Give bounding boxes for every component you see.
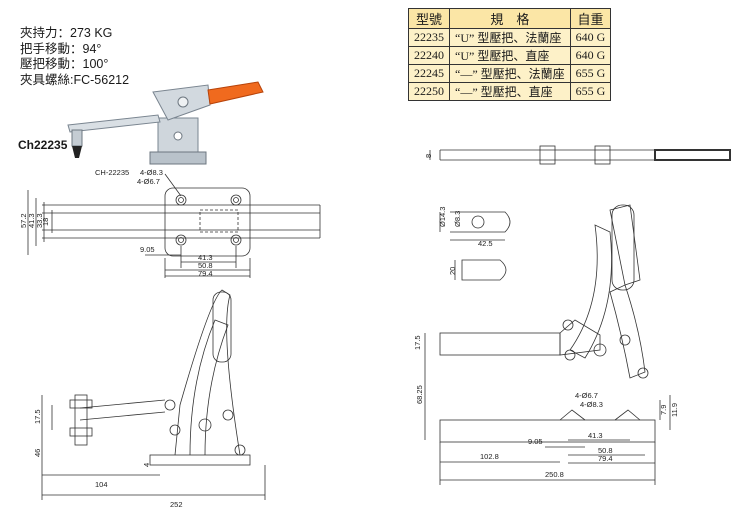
weight-cell: 655 G <box>569 82 612 101</box>
table-row: 22245 “—” 型壓把、法蘭座 655 G <box>408 64 612 83</box>
dim-lb-w1: 104 <box>95 480 108 489</box>
spec-cell: “U” 型壓把、法蘭座 <box>449 28 571 47</box>
left-plan-view <box>27 173 321 278</box>
dim-w3: 50.8 <box>198 261 213 270</box>
right-top-view <box>429 145 731 165</box>
bar-end-detail <box>439 211 511 281</box>
spec-cell: “U” 型壓把、直座 <box>449 46 571 65</box>
dim-rt-tip: 20 <box>448 267 457 275</box>
dim-rm-h2: 68.25 <box>415 385 424 404</box>
hole-a-label: 4-Ø8.3 <box>140 168 163 177</box>
dim-rm-w6: 250.8 <box>545 470 564 479</box>
dim-h2: 41.3 <box>27 213 36 228</box>
spec-cell: “—” 型壓把、直座 <box>449 82 571 101</box>
dim-rm-hole-a: 4-Ø6.7 <box>575 391 598 400</box>
dim-lb-thk: 4 <box>142 463 151 467</box>
dim-rm-w3: 50.8 <box>598 446 613 455</box>
product-photo <box>67 81 264 165</box>
model-cell: 22235 <box>408 28 450 47</box>
spec-cell: “—” 型壓把、法蘭座 <box>449 64 571 83</box>
dim-lb-h1: 17.5 <box>33 409 42 424</box>
dim-rt-len: 42.5 <box>478 239 493 248</box>
spec-list: 夾持力：273 KG 把手移動：94° 壓把移動：100° 夾具螺絲:FC-56… <box>20 26 170 88</box>
model-cell: 22250 <box>408 82 450 101</box>
dim-rm-w5: 102.8 <box>480 452 499 461</box>
product-label: Ch22235 <box>18 138 68 152</box>
handle-travel-text: 把手移動：94° <box>20 41 102 56</box>
dim-rm-v2: 11.9 <box>670 403 679 417</box>
dim-h4: 18 <box>41 218 50 226</box>
dim-rm-w4: 79.4 <box>598 454 613 463</box>
table-row: 22235 “U” 型壓把、法蘭座 640 G <box>408 28 612 47</box>
header-weight: 自重 <box>569 8 612 29</box>
bar-travel-text: 壓把移動：100° <box>20 57 109 71</box>
dim-h3: 33.3 <box>35 213 44 228</box>
model-cell: 22240 <box>408 46 450 65</box>
dim-lb-h2: 46 <box>33 449 42 457</box>
dim-rm-hole-b: 4-Ø8.3 <box>580 400 603 409</box>
header-spec: 規 格 <box>449 8 571 29</box>
dim-w4: 79.4 <box>198 269 213 278</box>
dim-lb-w2: 252 <box>170 500 183 509</box>
spec-table: 型號 規 格 自重 22235 “U” 型壓把、法蘭座 640 G 22240 … <box>408 8 612 101</box>
dim-rm-w1: 9.05 <box>528 437 543 446</box>
dim-rt-d1: Ø14.3 <box>438 207 447 227</box>
screw-text: 夾具螺絲:FC-56212 <box>20 72 130 87</box>
left-side-view <box>41 289 266 500</box>
table-row: 22250 “—” 型壓把、直座 655 G <box>408 82 612 101</box>
weight-cell: 640 G <box>569 46 612 65</box>
dim-rm-h1: 17.5 <box>413 335 422 350</box>
dim-w1: 9.05 <box>140 245 155 254</box>
table-row: 22240 “U” 型壓把、直座 640 G <box>408 46 612 65</box>
model-ref-label: CH-22235 <box>95 168 129 177</box>
dim-rt-thk: 8 <box>424 154 433 158</box>
model-cell: 22245 <box>408 64 450 83</box>
dim-w2: 41.3 <box>198 253 213 262</box>
right-main-view <box>424 204 671 485</box>
hole-b-label: 4-Ø6.7 <box>137 177 160 186</box>
clamp-force-text: 夾持力：273 KG <box>20 26 113 40</box>
weight-cell: 655 G <box>569 64 612 83</box>
dim-rm-w2: 41.3 <box>588 431 603 440</box>
dim-rm-v1: 7.9 <box>659 405 668 415</box>
header-model: 型號 <box>408 8 450 29</box>
weight-cell: 640 G <box>569 28 612 47</box>
dim-h1: 57.2 <box>19 213 28 228</box>
dim-rt-d2: Ø8.3 <box>453 211 462 227</box>
